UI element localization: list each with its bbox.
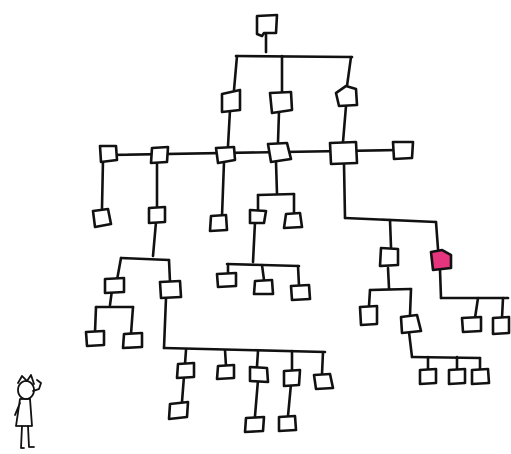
- node-l4-1: [91, 207, 113, 229]
- node-l4-7: [252, 278, 275, 296]
- tree-nodes: [84, 13, 511, 434]
- node-right-f: [470, 367, 491, 386]
- node-l4-4: [248, 208, 268, 225]
- node-root: [255, 13, 279, 38]
- node-l4-2: [147, 205, 167, 225]
- node-l3-1: [98, 144, 119, 164]
- connector-lines: [93, 32, 510, 418]
- node-left-d: [121, 331, 144, 350]
- node-l4-6: [215, 271, 238, 289]
- node-left-c: [84, 329, 106, 348]
- node-bottom-2: [215, 363, 236, 381]
- node-right-a: [378, 246, 400, 268]
- node-l4-8: [289, 283, 312, 302]
- node-right-e: [447, 367, 467, 386]
- node-leaf-3: [277, 414, 298, 433]
- node-left-b: [158, 279, 183, 300]
- node-bottom-1: [175, 361, 196, 380]
- node-right-b: [358, 304, 379, 327]
- node-right-d: [418, 367, 438, 386]
- node-l4-5: [282, 211, 304, 230]
- node-right-h: [491, 315, 511, 336]
- node-l3-5: [328, 140, 359, 166]
- node-l2-right: [334, 84, 359, 108]
- node-bottom-4: [282, 368, 302, 388]
- node-left-a: [103, 276, 126, 295]
- node-l2-left: [220, 88, 242, 114]
- node-l3-2: [149, 145, 170, 165]
- node-leaf-1: [167, 400, 190, 421]
- node-l2-middle: [268, 90, 294, 115]
- node-bottom-5: [312, 372, 335, 391]
- node-l3-6: [391, 140, 415, 161]
- node-l3-3: [214, 145, 237, 165]
- node-leaf-2: [243, 415, 266, 434]
- node-l3-4: [266, 141, 293, 164]
- node-bottom-3: [248, 365, 270, 384]
- node-right-c: [399, 313, 423, 335]
- node-l4-3: [208, 213, 229, 233]
- node-right-g: [460, 315, 483, 334]
- stick-figure: [14, 374, 42, 449]
- node-highlighted: [429, 248, 453, 272]
